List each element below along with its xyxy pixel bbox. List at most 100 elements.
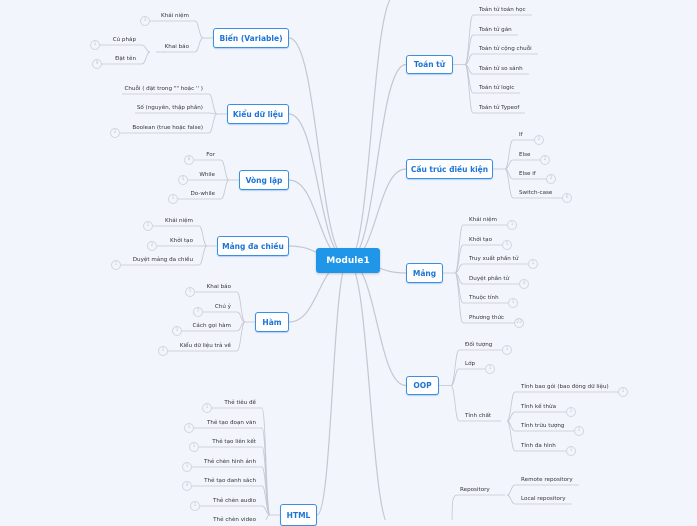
child-topic[interactable]: Số (nguyên, thập phân) [136, 105, 203, 111]
count-badge[interactable]: 1 [172, 326, 182, 336]
central-topic[interactable]: Module1 [316, 248, 380, 273]
child-topic[interactable]: Thẻ tiêu đề [224, 400, 256, 406]
child-topic[interactable]: Else if [519, 171, 536, 177]
count-badge[interactable]: 1 [507, 220, 517, 230]
count-badge[interactable]: 9 [92, 59, 102, 69]
count-badge[interactable]: 4 [519, 279, 529, 289]
child-topic[interactable]: Repository [460, 487, 490, 493]
child-topic[interactable]: While [199, 172, 215, 178]
child-topic[interactable]: Toán tử gán [479, 27, 512, 33]
child-topic[interactable]: Khái niệm [165, 218, 193, 224]
child-topic[interactable]: Khai báo [206, 284, 231, 290]
branch-topic[interactable]: OOP [406, 376, 439, 395]
connector [220, 179, 230, 200]
count-badge[interactable]: 1 [158, 346, 168, 356]
connector [347, 260, 386, 520]
count-badge[interactable]: 1 [168, 194, 178, 204]
count-badge[interactable]: 1 [574, 426, 584, 436]
count-badge[interactable]: 5 [178, 175, 188, 185]
child-topic[interactable]: Toán tử logic [479, 85, 515, 91]
branch-topic[interactable]: Hàm [255, 312, 289, 332]
branch-topic[interactable]: Toán tử [406, 55, 453, 74]
count-badge[interactable]: 1 [485, 364, 495, 374]
count-badge[interactable]: 1 [528, 259, 538, 269]
branch-topic[interactable]: Cấu trúc điều kiện [406, 159, 493, 179]
child-topic[interactable]: Thẻ tạo liên kết [212, 439, 256, 445]
count-badge[interactable]: 1 [508, 298, 518, 308]
count-badge[interactable]: 2 [534, 135, 544, 145]
count-badge[interactable]: 1 [502, 345, 512, 355]
child-topic[interactable]: Tính đa hình [521, 443, 556, 449]
child-topic[interactable]: Phương thức [469, 315, 505, 321]
branch-topic[interactable]: Kiểu dữ liệu [227, 104, 289, 124]
child-topic[interactable]: Tính kế thừa [521, 404, 557, 410]
child-topic[interactable]: Tính chất [465, 413, 492, 419]
child-topic[interactable]: Đối tượng [465, 342, 493, 348]
child-topic[interactable]: Toán tử toán học [479, 7, 526, 13]
branch-topic[interactable]: Mảng đa chiều [217, 236, 289, 256]
child-topic[interactable]: Duyệt phần tử [469, 276, 510, 282]
child-topic[interactable]: Thẻ tạo danh sách [204, 478, 256, 484]
count-badge[interactable]: 1 [190, 501, 200, 511]
count-badge[interactable]: 1 [182, 462, 192, 472]
child-topic[interactable]: Thẻ chèn audio [212, 498, 256, 504]
child-topic[interactable]: Local repository [521, 496, 566, 502]
child-topic[interactable]: Boolean (true hoặc false) [132, 125, 203, 131]
child-topic[interactable]: Đặt tên [115, 56, 136, 62]
count-badge[interactable]: 3 [140, 16, 150, 26]
child-topic[interactable]: Toán tử so sánh [479, 66, 523, 72]
count-badge[interactable]: 2 [540, 155, 550, 165]
branch-topic[interactable]: Mảng [406, 263, 443, 283]
child-topic[interactable]: Duyệt mảng đa chiều [132, 257, 193, 263]
child-topic[interactable]: Cách gọi hàm [192, 323, 231, 329]
count-badge[interactable]: 1 [618, 387, 628, 397]
child-topic[interactable]: Chuỗi ( đặt trong "" hoặc '' ) [124, 86, 203, 92]
child-topic[interactable]: Thẻ tạo đoạn văn [206, 420, 256, 426]
child-topic[interactable]: Khởi tạo [169, 238, 193, 244]
count-badge[interactable]: 2 [546, 174, 556, 184]
count-badge[interactable]: 6 [562, 193, 572, 203]
child-topic[interactable]: Thẻ chèn hình ảnh [203, 459, 256, 465]
child-topic[interactable]: Toán tử cộng chuỗi [479, 46, 532, 52]
count-badge[interactable]: 7 [193, 307, 203, 317]
count-badge[interactable]: 5 [502, 240, 512, 250]
count-badge[interactable]: 2 [147, 241, 157, 251]
child-topic[interactable]: Khai báo [164, 44, 189, 50]
child-topic[interactable]: Cú pháp [112, 37, 136, 43]
count-badge[interactable]: 1 [189, 442, 199, 452]
child-topic[interactable]: Else [519, 152, 531, 158]
count-badge[interactable]: 1 [202, 403, 212, 413]
child-topic[interactable]: Thuộc tính [469, 295, 499, 301]
connector [454, 224, 464, 274]
child-topic[interactable]: Kiểu dữ liệu trả về [179, 343, 231, 349]
child-topic[interactable]: Chú ý [214, 304, 231, 310]
branch-topic[interactable]: HTML [280, 504, 317, 526]
child-topic[interactable]: If [519, 132, 523, 138]
child-topic[interactable]: For [206, 152, 215, 158]
child-topic[interactable]: Khái niệm [161, 13, 189, 19]
branch-topic[interactable]: Biến (Variable) [213, 28, 289, 48]
count-badge[interactable]: 1 [566, 446, 576, 456]
child-topic[interactable]: Lớp [465, 361, 476, 367]
child-topic[interactable]: Toán tử Typeof [479, 105, 520, 111]
count-badge[interactable]: 1 [185, 287, 195, 297]
count-badge[interactable]: 23 [514, 318, 524, 328]
child-topic[interactable]: Khái niệm [469, 217, 497, 223]
count-badge[interactable]: 1 [566, 407, 576, 417]
child-topic[interactable]: Thẻ chèn video [213, 517, 256, 523]
child-topic[interactable]: Truy xuất phần tử [469, 256, 519, 262]
count-badge[interactable]: 1 [184, 423, 194, 433]
count-badge[interactable]: 1 [90, 40, 100, 50]
count-badge[interactable]: 2 [110, 128, 120, 138]
count-badge[interactable]: 1 [143, 221, 153, 231]
child-topic[interactable]: Tính trừu tượng [521, 423, 565, 429]
count-badge[interactable]: 8 [184, 155, 194, 165]
child-topic[interactable]: Do-while [190, 191, 215, 197]
child-topic[interactable]: Tính bao gói (bao đóng dữ liệu) [521, 384, 609, 390]
count-badge[interactable]: 4 [182, 481, 192, 491]
child-topic[interactable]: Switch-case [519, 190, 553, 196]
count-badge[interactable]: 1 [111, 260, 121, 270]
branch-topic[interactable]: Vòng lặp [239, 170, 289, 190]
child-topic[interactable]: Remote repository [521, 477, 573, 483]
child-topic[interactable]: Khởi tạo [469, 237, 493, 243]
